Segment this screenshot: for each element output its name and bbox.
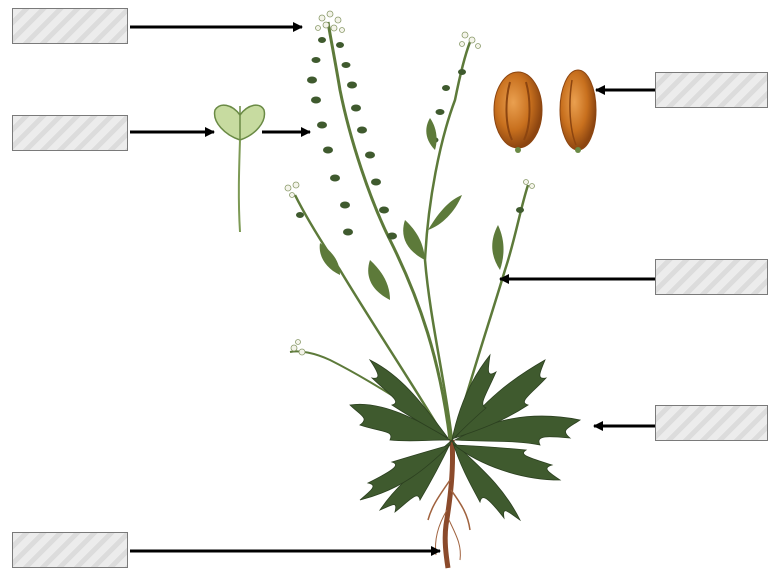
label-box-stem[interactable] xyxy=(655,259,768,295)
label-box-fruit[interactable] xyxy=(12,115,128,151)
seed-pods xyxy=(296,37,524,243)
stem-leaves xyxy=(320,118,504,300)
label-box-root[interactable] xyxy=(12,532,128,568)
label-box-leaf[interactable] xyxy=(655,405,768,441)
label-box-seed[interactable] xyxy=(655,72,768,108)
basal-rosette xyxy=(350,355,580,520)
flower-clusters xyxy=(285,11,535,355)
label-box-flower[interactable] xyxy=(12,8,128,44)
seed-detail xyxy=(494,70,596,153)
fruit-detail xyxy=(215,105,265,232)
